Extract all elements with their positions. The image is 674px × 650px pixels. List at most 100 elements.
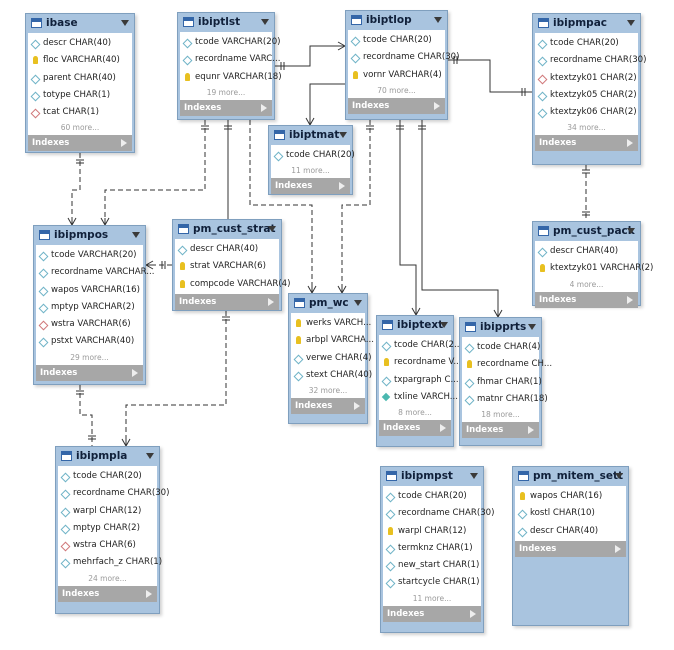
indexes-section[interactable]: Indexes (462, 422, 539, 439)
column-row[interactable]: ktextzyk06 CHAR(2) (535, 104, 638, 121)
column-row[interactable]: tcode CHAR(4) (462, 339, 540, 356)
collapse-arrow-icon[interactable] (132, 232, 140, 238)
table-header[interactable]: ibiptmat (269, 126, 352, 145)
expand-arrow-icon[interactable] (146, 589, 152, 598)
column-row[interactable]: kostl CHAR(10) (515, 505, 626, 522)
column-row[interactable]: tcat CHAR(1) (28, 104, 132, 121)
column-row[interactable]: matnr CHAR(18) (462, 391, 548, 408)
collapse-arrow-icon[interactable] (146, 453, 154, 459)
more-columns[interactable]: 11 more... (291, 166, 330, 176)
expand-arrow-icon[interactable] (121, 139, 127, 148)
indexes-section[interactable]: Indexes (271, 178, 350, 195)
column-row[interactable]: txpargraph C... (379, 372, 459, 389)
column-row[interactable]: wapos VARCHAR(16) (36, 282, 143, 299)
indexes-section[interactable]: Indexes (36, 364, 143, 381)
collapse-arrow-icon[interactable] (354, 300, 362, 306)
collapse-arrow-icon[interactable] (440, 322, 448, 328)
column-row[interactable]: totype CHAR(1) (28, 87, 132, 104)
expand-arrow-icon[interactable] (627, 295, 633, 304)
collapse-arrow-icon[interactable] (268, 226, 276, 232)
collapse-arrow-icon[interactable] (261, 19, 269, 25)
collapse-arrow-icon[interactable] (121, 20, 129, 26)
column-row[interactable]: parent CHAR(40) (28, 70, 132, 87)
collapse-arrow-icon[interactable] (528, 324, 536, 330)
column-row[interactable]: tcode CHAR(20) (348, 32, 445, 49)
indexes-section[interactable]: Indexes (348, 97, 445, 114)
column-row[interactable]: warpl CHAR(12) (58, 503, 157, 520)
column-row[interactable]: stext CHAR(40) (291, 367, 372, 384)
column-row[interactable]: vornr VARCHAR(4) (348, 67, 445, 84)
expand-arrow-icon[interactable] (261, 103, 267, 112)
column-row[interactable]: ktextzyk05 CHAR(2) (535, 87, 638, 104)
indexes-section[interactable]: Indexes (379, 420, 451, 437)
column-row[interactable]: tcode CHAR(20) (58, 468, 157, 485)
column-row[interactable]: ktextzyk01 VARCHAR(2) (535, 260, 653, 277)
collapse-arrow-icon[interactable] (434, 17, 442, 23)
column-row[interactable]: wapos CHAR(16) (515, 488, 626, 505)
column-row[interactable]: recordname CHAR(30) (535, 52, 647, 69)
expand-arrow-icon[interactable] (615, 544, 621, 553)
table-header[interactable]: pm_cust_strat (173, 220, 281, 239)
expand-arrow-icon[interactable] (132, 368, 138, 377)
column-row[interactable]: new_start CHAR(1) (383, 557, 481, 574)
column-row[interactable]: descr CHAR(40) (535, 243, 638, 260)
column-row[interactable]: arbpl VARCHA... (291, 332, 374, 349)
column-row[interactable]: recordname CHAR(30) (383, 505, 495, 522)
collapse-arrow-icon[interactable] (615, 473, 623, 479)
more-columns[interactable]: 4 more... (569, 279, 604, 289)
column-row[interactable]: tcode CHAR(20) (535, 35, 638, 52)
column-row[interactable]: fhmar CHAR(1) (462, 374, 542, 391)
more-columns[interactable]: 32 more... (308, 386, 348, 396)
column-row[interactable]: descr CHAR(40) (28, 35, 132, 52)
expand-arrow-icon[interactable] (470, 609, 476, 618)
more-columns[interactable]: 8 more... (398, 408, 432, 418)
column-row[interactable]: startcycle CHAR(1) (383, 574, 481, 591)
column-row[interactable]: tcode CHAR(20) (383, 488, 481, 505)
more-columns[interactable]: 60 more... (60, 123, 100, 133)
column-row[interactable]: recordname CH... (462, 356, 552, 373)
column-row[interactable]: ktextzyk01 CHAR(2) (535, 70, 638, 87)
column-row[interactable]: recordname CHAR(30) (58, 485, 170, 502)
indexes-section[interactable]: Indexes (383, 605, 481, 622)
table-header[interactable]: pm_cust_pack (533, 222, 640, 241)
more-columns[interactable]: 19 more... (206, 87, 246, 97)
collapse-arrow-icon[interactable] (627, 228, 635, 234)
column-row[interactable]: termknz CHAR(1) (383, 540, 481, 557)
indexes-section[interactable]: Indexes (175, 293, 279, 310)
table-header[interactable]: ibipmpst (381, 467, 483, 486)
column-row[interactable]: equnr VARCHAR(18) (180, 69, 282, 86)
indexes-section[interactable]: Indexes (180, 99, 272, 116)
table-ibiptlop[interactable]: ibiptlop tcode CHAR(20)recordname CHAR(30… (345, 10, 460, 120)
expand-arrow-icon[interactable] (268, 297, 274, 306)
column-row[interactable]: mptyp CHAR(2) (58, 520, 157, 537)
column-row[interactable]: pstxt VARCHAR(40) (36, 333, 143, 350)
indexes-section[interactable]: Indexes (515, 540, 626, 557)
expand-arrow-icon[interactable] (440, 424, 446, 433)
table-header[interactable]: ibiptext (377, 316, 453, 335)
expand-arrow-icon[interactable] (339, 182, 345, 191)
indexes-section[interactable]: Indexes (58, 585, 157, 602)
table-header[interactable]: pm_wc (289, 294, 367, 313)
collapse-arrow-icon[interactable] (627, 20, 635, 26)
table-header[interactable]: ibipmpos (34, 226, 145, 245)
collapse-arrow-icon[interactable] (339, 132, 347, 138)
collapse-arrow-icon[interactable] (470, 473, 478, 479)
column-row[interactable]: txline VARCH... (379, 389, 458, 406)
column-row[interactable]: wstra VARCHAR(6) (36, 316, 143, 333)
column-row[interactable]: recordname CHAR(30) (348, 49, 460, 66)
column-row[interactable]: tcode VARCHAR(20) (180, 34, 281, 51)
column-row[interactable]: mehrfach_z CHAR(1) (58, 554, 162, 571)
column-row[interactable]: mptyp VARCHAR(2) (36, 299, 143, 316)
table-header[interactable]: ibiptlst (178, 13, 274, 32)
table-header[interactable]: ibiptlop (346, 11, 447, 30)
